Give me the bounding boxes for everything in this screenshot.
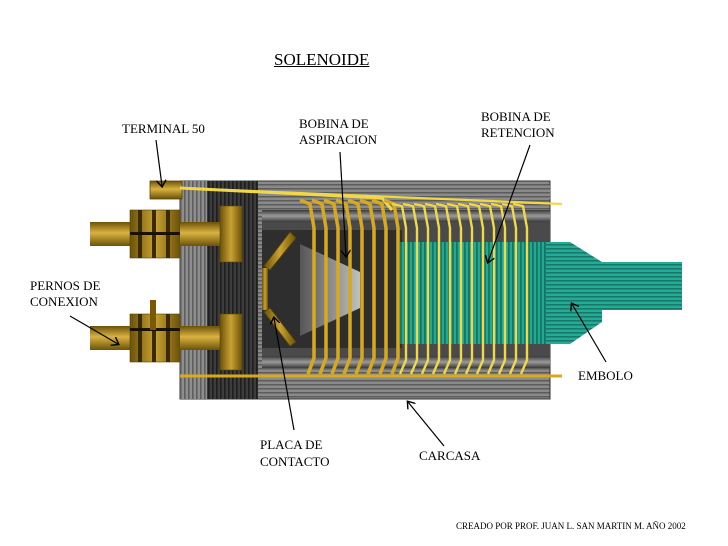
end-flange xyxy=(180,181,207,399)
hold-in-coil-turn xyxy=(413,202,430,375)
pull-in-coil-turn xyxy=(371,198,388,375)
hold-in-coil xyxy=(391,202,529,375)
label-bobina-aspiracion-line1: BOBINA DE xyxy=(299,116,369,131)
connection-bolt-bottom xyxy=(90,300,243,371)
label-placa-line1: PLACA DE xyxy=(260,437,323,452)
arrow-pernos xyxy=(69,315,118,344)
hold-in-coil-turn xyxy=(391,202,408,375)
coil-wires xyxy=(179,186,563,378)
label-terminal-50: TERMINAL 50 xyxy=(122,121,205,136)
plunger xyxy=(400,242,682,344)
pull-in-coil xyxy=(299,198,400,375)
hold-in-coil-turn xyxy=(457,202,474,375)
pull-in-coil-turn xyxy=(323,198,340,375)
arrow-bobina-aspiracion xyxy=(339,151,346,256)
label-bobina-retencion-line2: RETENCION xyxy=(481,125,555,140)
label-carcasa: CARCASA xyxy=(419,448,481,463)
pull-in-coil-turn xyxy=(347,198,364,375)
arrow-terminal-50 xyxy=(155,139,162,186)
hold-in-coil-turn xyxy=(402,202,419,375)
pull-in-coil-turn xyxy=(359,198,376,375)
arrow-placa xyxy=(274,318,295,431)
hold-in-coil-turn xyxy=(479,202,496,375)
connection-bolt-top xyxy=(90,205,243,263)
label-placa-line2: CONTACTO xyxy=(260,454,330,469)
arrow-carcasa xyxy=(408,402,445,447)
label-pernos-line2: CONEXION xyxy=(30,294,98,309)
pull-in-coil-turn xyxy=(383,198,400,375)
terminal-50 xyxy=(149,180,183,200)
hold-in-coil-turn xyxy=(435,202,452,375)
leader-lines xyxy=(69,139,607,447)
pull-in-coil-turn xyxy=(299,198,316,375)
credit-text: CREADO POR PROF. JUAN L. SAN MARTIN M. A… xyxy=(456,521,686,531)
label-embolo: EMBOLO xyxy=(578,368,633,383)
hold-in-coil-turn xyxy=(490,202,507,375)
hold-in-coil-turn xyxy=(468,202,485,375)
hold-in-coil-turn xyxy=(512,202,529,375)
label-pernos-line1: PERNOS DE xyxy=(30,278,101,293)
label-bobina-aspiracion-line2: ASPIRACION xyxy=(299,132,378,147)
diagram-title: SOLENOIDE xyxy=(274,50,370,69)
hold-in-coil-turn xyxy=(446,202,463,375)
hold-in-coil-turn xyxy=(424,202,441,375)
pull-in-coil-turn xyxy=(311,198,328,375)
label-bobina-retencion-line1: BOBINA DE xyxy=(481,109,551,124)
arrow-bobina-retencion xyxy=(488,144,531,262)
arrow-embolo xyxy=(572,304,607,363)
